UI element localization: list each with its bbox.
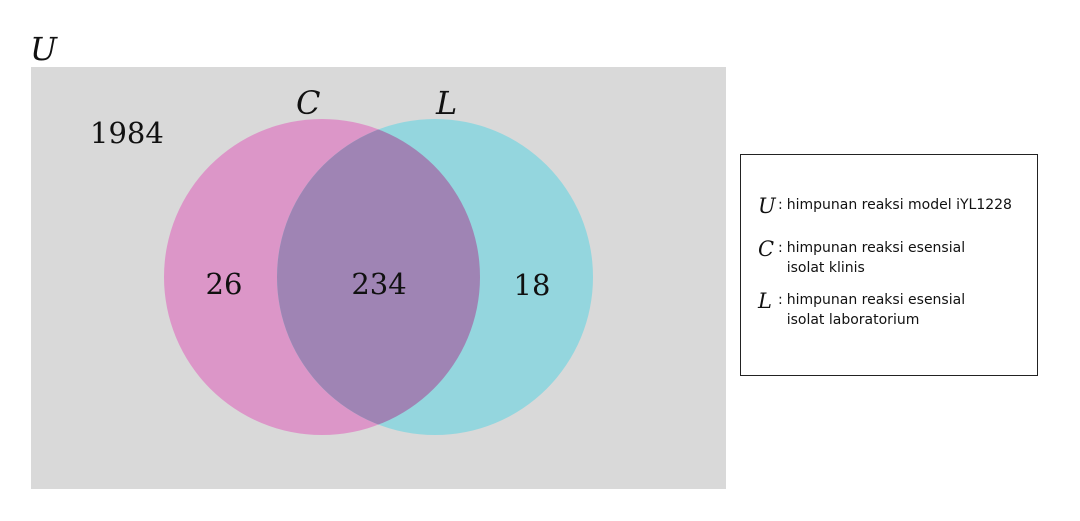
l-only-count: 18	[514, 268, 551, 302]
intersection-count: 234	[351, 267, 406, 301]
legend-item-u: U : himpunan reaksi model iYL1228	[758, 195, 1012, 217]
set-c-label: C	[296, 84, 320, 122]
legend-text: himpunan reaksi esensial isolat klinis	[786, 240, 966, 276]
legend-box: U : himpunan reaksi model iYL1228 C : hi…	[740, 154, 1038, 376]
legend-text: himpunan reaksi model iYL1228	[786, 197, 1012, 213]
c-only-count: 26	[206, 267, 243, 301]
legend-item-c: C : himpunan reaksi esensial isolat klin…	[758, 238, 965, 278]
set-l-label: L	[435, 84, 457, 122]
legend-symbol: U	[758, 194, 776, 218]
legend-item-l: L : himpunan reaksi esensial isolat labo…	[758, 290, 965, 330]
universe-symbol: U	[30, 30, 58, 68]
venn-diagram: U C L 1984 26 234 18	[30, 30, 726, 489]
outside-count: 1984	[90, 116, 164, 150]
legend-separator: :	[778, 197, 783, 213]
legend-symbol: L	[758, 289, 772, 313]
intersection-region	[277, 119, 480, 435]
legend-separator: :	[778, 292, 783, 308]
legend-separator: :	[778, 240, 783, 256]
legend-text: himpunan reaksi esensial isolat laborato…	[786, 292, 966, 328]
legend-symbol: C	[758, 237, 775, 261]
